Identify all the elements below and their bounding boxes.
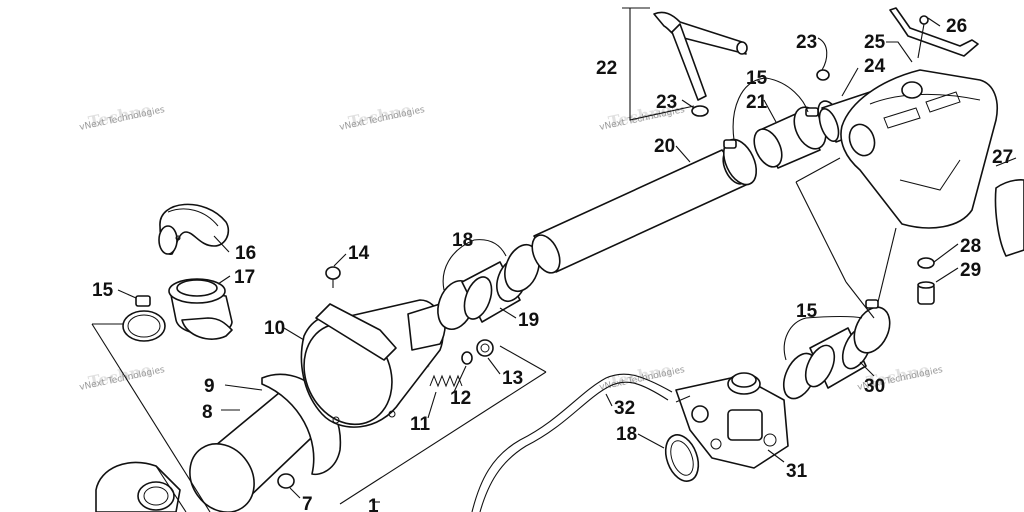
washer-part (461, 351, 473, 365)
callout-22: 22 (596, 58, 617, 79)
vent-hose-part (471, 373, 673, 512)
callout-28: 28 (960, 236, 981, 257)
callout-29: 29 (960, 260, 981, 281)
leader-lines (91, 7, 1017, 512)
callout-19: 19 (518, 310, 539, 331)
callout-15: 15 (746, 68, 768, 89)
adapter-coupler-part (168, 278, 233, 340)
callout-26: 26 (946, 16, 967, 37)
callout-18: 18 (452, 230, 473, 251)
airbox-part (300, 299, 447, 428)
callout-21: 21 (746, 92, 768, 113)
small-clamp-part (691, 69, 830, 117)
mounting-bracket-part (889, 7, 979, 59)
callout-30: 30 (864, 376, 885, 397)
callout-20: 20 (654, 136, 675, 157)
callout-10: 10 (264, 318, 285, 339)
carburetor-part (675, 372, 789, 469)
callout-14: 14 (348, 243, 370, 264)
callout-15: 15 (92, 280, 114, 301)
callout-23: 23 (656, 92, 677, 113)
carburetor-boot-part (782, 299, 891, 400)
callout-15: 15 (796, 301, 818, 322)
push-pin-part (325, 266, 341, 288)
intake-boot-part (437, 243, 540, 331)
callout-8: 8 (202, 402, 213, 423)
callout-11: 11 (410, 414, 431, 435)
grommet-part (277, 473, 295, 489)
callout-numbers: 1 7 8 9 10 11 12 13 14 15 15 15 15 16 17… (92, 16, 1013, 512)
callout-27: 27 (992, 147, 1013, 168)
breather-hose-part (653, 11, 748, 101)
callout-32: 32 (614, 398, 635, 419)
intake-elbow-part (158, 203, 230, 255)
callout-23: 23 (796, 32, 817, 53)
callout-17: 17 (234, 267, 255, 288)
upper-boot-part (722, 100, 843, 186)
callout-16: 16 (235, 243, 256, 264)
nut-part (476, 339, 494, 357)
spring-part (429, 374, 463, 388)
callout-1: 1 (368, 496, 379, 512)
callout-31: 31 (786, 461, 808, 482)
hose-clamp-part (122, 295, 166, 342)
callout-7: 7 (302, 494, 313, 512)
intake-tube-part (531, 149, 749, 274)
drain-plug-part (917, 257, 935, 305)
callout-25: 25 (864, 32, 886, 53)
callout-9: 9 (204, 376, 215, 397)
callout-24: 24 (864, 56, 886, 77)
air-intake-cover-part (95, 461, 181, 512)
callout-18: 18 (616, 424, 637, 445)
carburetor-clamp-part (664, 434, 700, 482)
airbox-housing-part (840, 69, 1024, 257)
callout-12: 12 (450, 388, 471, 409)
callout-13: 13 (502, 368, 523, 389)
